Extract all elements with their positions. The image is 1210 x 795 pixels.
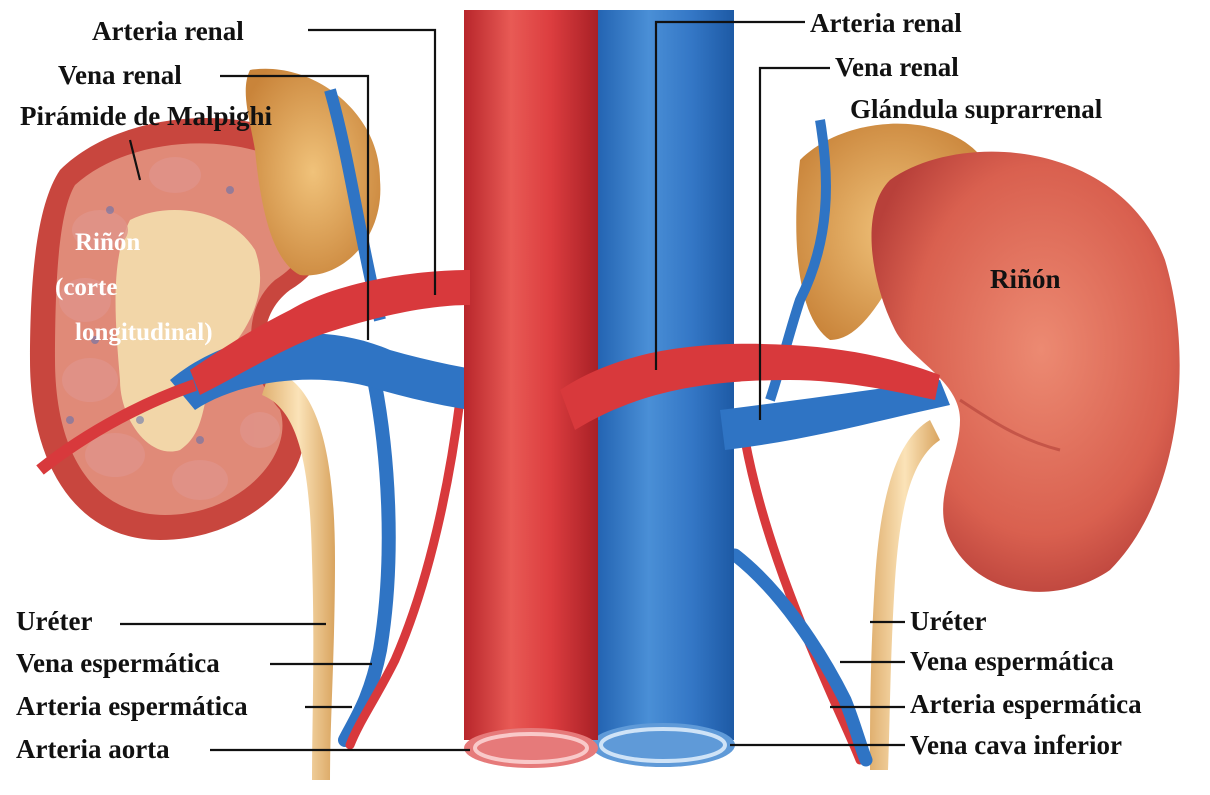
label-kidney-section-1: Riñón bbox=[75, 229, 140, 256]
label-right-arteria-renal: Arteria renal bbox=[810, 8, 962, 38]
label-piramide-malpighi: Pirámide de Malpighi bbox=[20, 101, 272, 131]
label-right-arteria-espermatica: Arteria espermática bbox=[910, 689, 1142, 719]
label-right-vena-espermatica: Vena espermática bbox=[910, 646, 1114, 676]
label-left-vena-renal: Vena renal bbox=[58, 60, 182, 90]
label-left-ureter: Uréter bbox=[16, 606, 92, 636]
label-left-vena-espermatica: Vena espermática bbox=[16, 648, 220, 678]
label-kidney-section-2: (corte bbox=[55, 274, 117, 301]
label-glandula-suprarrenal: Glándula suprarrenal bbox=[850, 94, 1103, 124]
label-rinon: Riñón bbox=[990, 264, 1061, 294]
label-left-arteria-renal: Arteria renal bbox=[92, 16, 244, 46]
label-left-arteria-espermatica: Arteria espermática bbox=[16, 691, 248, 721]
label-vena-cava-inferior: Vena cava inferior bbox=[910, 730, 1122, 760]
label-kidney-section-3: longitudinal) bbox=[75, 319, 213, 346]
label-right-vena-renal: Vena renal bbox=[835, 52, 959, 82]
label-arteria-aorta: Arteria aorta bbox=[16, 734, 170, 764]
label-right-ureter: Uréter bbox=[910, 606, 986, 636]
